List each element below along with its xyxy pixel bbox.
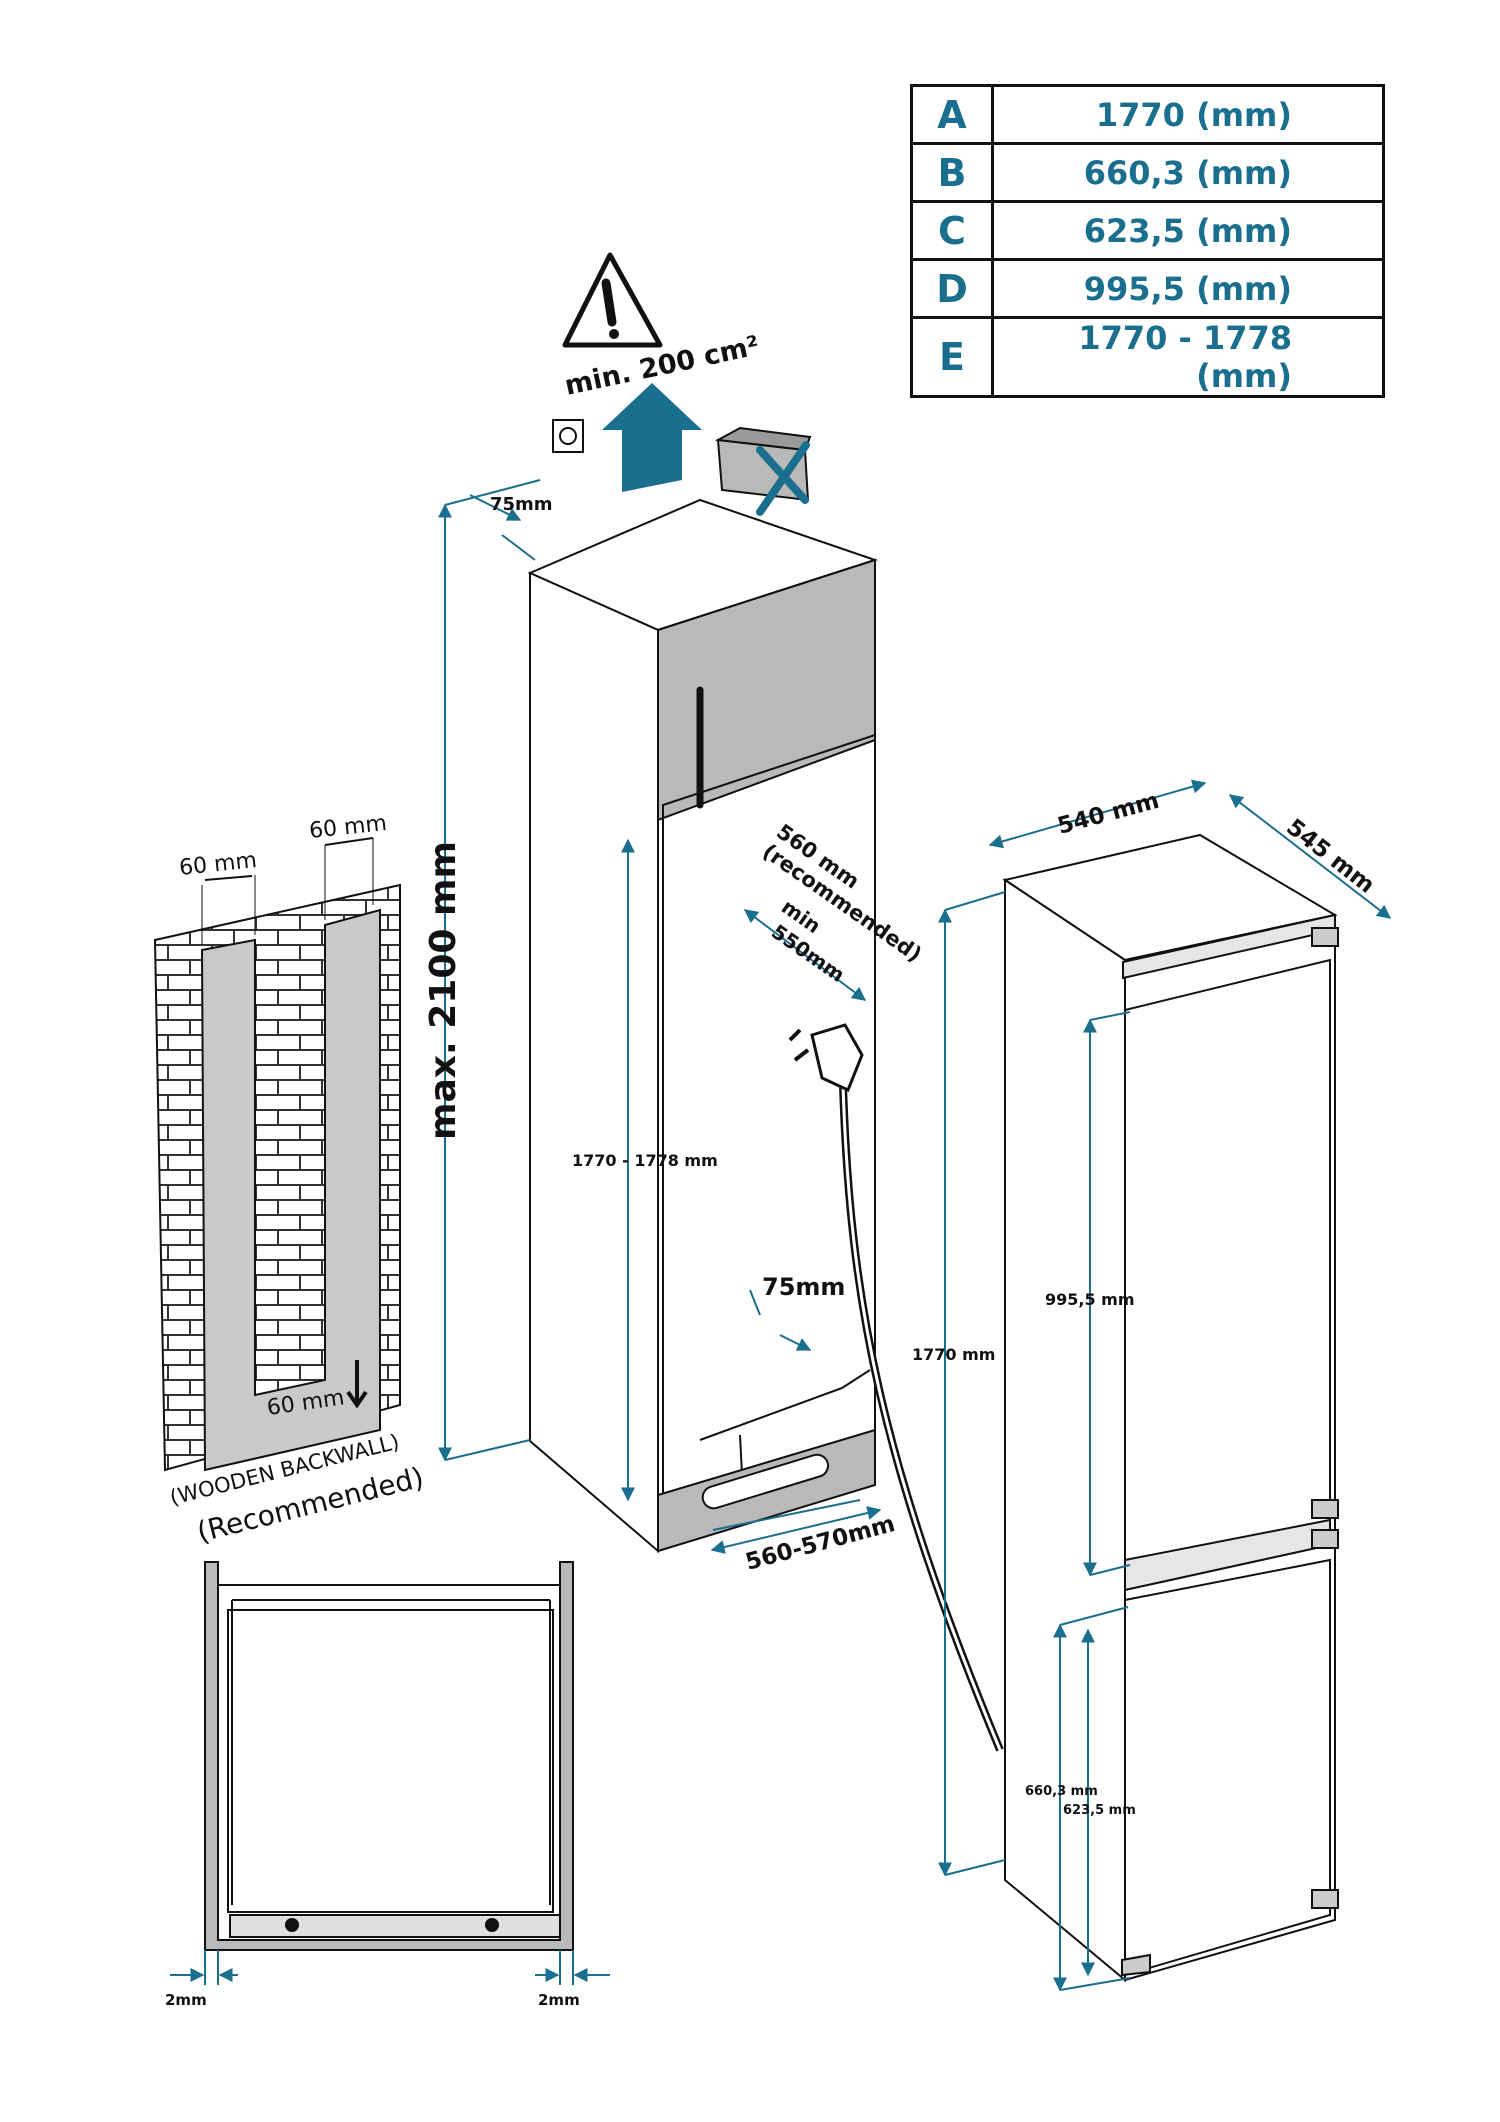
max-height-label: max. 2100 mm (423, 841, 464, 1140)
niche-width-label: 560-570mm (743, 1511, 898, 1576)
top-gap-label: 75mm (490, 494, 553, 515)
power-cord (788, 1023, 1004, 1752)
dimension-value: 660,3 (mm) (991, 142, 1385, 203)
bottom-hinge-icon (1311, 1889, 1339, 1909)
top-blocker-crossed-icon (714, 426, 812, 516)
airflow-up-arrow-icon (602, 383, 702, 492)
appliance-width-label: 540 mm (1055, 788, 1162, 840)
upper-door-height-label: 995,5 mm (1045, 1290, 1135, 1309)
wooden-backwall-panel (200, 908, 381, 1472)
screw-hole-icon (485, 1918, 499, 1932)
fridge-appliance (1002, 833, 1339, 1983)
niche-dimensions (438, 479, 882, 1554)
upper-door (1124, 958, 1331, 1567)
wooden-backwall-diagram: 60 mm 60 mm 60 mm (WOODEN BACKWALL) (Rec… (153, 811, 427, 1549)
dimension-value: 1770 (mm) (991, 84, 1385, 145)
niche-cabinet (527, 498, 879, 1554)
dimension-key: A (910, 84, 994, 145)
middle-hinge-icon (1311, 1529, 1339, 1549)
plinth-vent-grille (701, 1453, 830, 1510)
dimension-key: C (910, 200, 994, 261)
bottom-gap-label: 75mm (762, 1273, 845, 1301)
dimension-key: E (910, 316, 994, 398)
top-hinge-icon (1311, 927, 1339, 947)
appliance-height-label: 1770 mm (912, 1345, 995, 1364)
lower-door (1124, 1558, 1331, 1977)
dimension-value: 995,5 (mm) (991, 258, 1385, 319)
top-view-diagram: 2mm 2mm (165, 1561, 610, 2009)
dimension-value: 1770 - 1778 (mm) (991, 316, 1385, 398)
left-gap-label: 2mm (165, 1991, 207, 2009)
slot-right-label: 60 mm (308, 811, 388, 844)
screw-hole-icon (285, 1918, 299, 1932)
niche-height-label: 1770 - 1778 mm (572, 1151, 718, 1170)
dimension-key: B (910, 142, 994, 203)
power-socket-icon (552, 419, 584, 453)
plug-icon (810, 1023, 864, 1093)
down-arrow-icon (346, 1360, 368, 1409)
exclamation-icon (601, 278, 617, 327)
foot-icon (1121, 1953, 1151, 1977)
dimension-value: 623,5 (mm) (991, 200, 1385, 261)
lower-door-b-label: 660,3 mm (1025, 1784, 1098, 1799)
lower-door-c-label: 623,5 mm (1063, 1803, 1136, 1818)
middle-hinge-icon (1311, 1499, 1339, 1519)
appliance-dimensions (938, 779, 1392, 1992)
appliance-depth-label: 545 mm (1281, 814, 1379, 898)
right-gap-label: 2mm (538, 1991, 580, 2009)
dimension-key: D (910, 258, 994, 319)
